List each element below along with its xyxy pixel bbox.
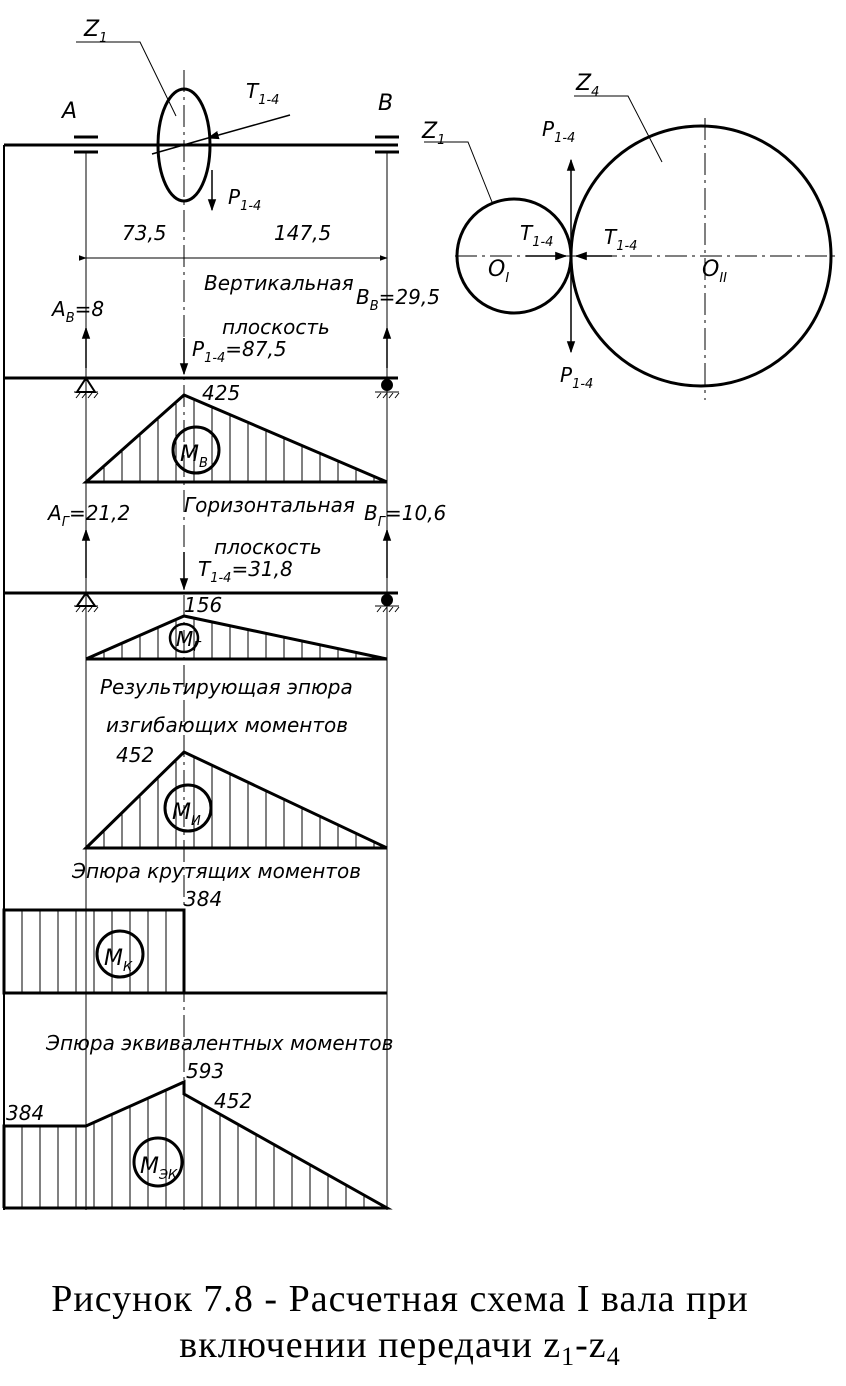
vertical-support-b: [375, 379, 400, 399]
support-b-label: B: [378, 91, 393, 116]
center-o1-label: OI: [488, 257, 509, 286]
horizontal-peak-value: 156: [184, 593, 222, 617]
mesh-force-t-right-label: T1-4: [604, 225, 637, 254]
figure-caption: Рисунок 7.8 - Расчетная схема I вала при…: [0, 1276, 800, 1380]
resultant-moment-diagram: [82, 750, 388, 850]
torque-moment-symbol: [95, 929, 145, 979]
resultant-moment-label: MИ: [172, 800, 201, 829]
gear-z4-leader: [574, 95, 663, 163]
horizontal-load: T1-4=31,8: [198, 557, 293, 586]
torque-hatching: [21, 910, 167, 993]
vertical-plane-section: Вертикальная плоскость AВ=8 BВ=29,5 P1-4…: [4, 271, 440, 484]
equivalent-right-value: 452: [214, 1089, 252, 1113]
shaft-force-t-arrow: [206, 114, 291, 140]
mesh-force-p-up-label: P1-4: [542, 117, 575, 146]
shaft-force-t-label: T1-4: [246, 79, 279, 108]
shaft-calculation-diagram: Z1 T1-4 P1-4 A B 73,5 147,5 Z1 Z4 OI OII: [2, 17, 840, 1210]
vertical-moment-label: MВ: [180, 442, 208, 471]
gear-z1-ellipse: [156, 87, 212, 203]
gear-z1-leader: [76, 41, 177, 117]
vertical-moment-diagram: [82, 393, 388, 484]
shaft-force-p-label: P1-4: [228, 185, 261, 214]
dimension-right: 147,5: [274, 221, 331, 245]
horizontal-support-a: [74, 591, 99, 613]
mesh-force-p-down-label: P1-4: [560, 363, 593, 392]
dimension-left: 73,5: [122, 221, 167, 245]
center-o2-label: OII: [702, 257, 727, 286]
horizontal-title-line2: плоскость: [214, 535, 322, 559]
torque-moment-label: MК: [104, 946, 133, 975]
equivalent-left-value: 384: [6, 1101, 44, 1125]
vertical-load: P1-4=87,5: [192, 337, 287, 366]
vertical-title-line1: Вертикальная: [204, 271, 354, 295]
resultant-moment-symbol: [163, 783, 213, 833]
mesh-force-t-left-label: T1-4: [520, 221, 553, 250]
vertical-title-line2: плоскость: [222, 315, 330, 339]
horizontal-moment-label: MГ: [176, 627, 202, 655]
horizontal-title-line1: Горизонтальная: [184, 493, 355, 517]
caption-line1: Рисунок 7.8 - Расчетная схема I вала при: [51, 1278, 749, 1320]
torque-section: Эпюра крутящих моментов 384 MК: [2, 859, 387, 995]
horizontal-moment-symbol: [168, 622, 200, 654]
horizontal-support-b: [375, 594, 400, 613]
vertical-peak-value: 425: [202, 381, 240, 405]
resultant-title-line2: изгибающих моментов: [106, 713, 348, 737]
torque-value: 384: [184, 887, 222, 911]
vertical-reaction-a: AВ=8: [50, 297, 104, 326]
horizontal-moment-diagram: [85, 614, 388, 661]
resultant-peak-value: 452: [116, 743, 154, 767]
resultant-moment-section: Результирующая эпюра изгибающих моментов…: [82, 675, 388, 850]
equivalent-moment-diagram: [2, 1079, 393, 1210]
equivalent-title: Эпюра эквивалентных моментов: [45, 1031, 393, 1055]
shaft-scheme: Z1 T1-4 P1-4 A B 73,5 147,5: [3, 17, 399, 1210]
equivalent-section: Эпюра эквивалентных моментов 384 593 452…: [2, 1031, 393, 1210]
gear-z1-label: Z1: [83, 17, 107, 46]
horizontal-reaction-a: AГ=21,2: [46, 501, 130, 530]
equivalent-moment-symbol: [132, 1136, 184, 1188]
horizontal-reaction-b: BГ=10,6: [364, 501, 446, 530]
torque-title: Эпюра крутящих моментов: [71, 859, 361, 883]
support-a-label: A: [60, 99, 77, 124]
vertical-reaction-b: BВ=29,5: [356, 285, 440, 314]
resultant-title-line1: Результирующая эпюра: [100, 675, 353, 699]
equivalent-moment-label: MЭК: [140, 1154, 178, 1183]
caption-line2: включении передачи z1-z4: [179, 1324, 621, 1371]
gear-z1-mesh-label: Z1: [421, 119, 445, 148]
gear-mesh-scheme: Z1 Z4 OI OII P1-4 P1-4 T1-4 T1-4: [421, 71, 840, 400]
equivalent-peak-value: 593: [186, 1059, 224, 1083]
gear-z4-label: Z4: [575, 71, 599, 100]
vertical-moment-symbol: [171, 425, 221, 475]
vertical-support-a: [74, 376, 99, 399]
horizontal-plane-section: Горизонтальная плоскость AГ=21,2 BГ=10,6…: [4, 493, 446, 661]
gear-z1-leader-mesh: [424, 141, 493, 203]
